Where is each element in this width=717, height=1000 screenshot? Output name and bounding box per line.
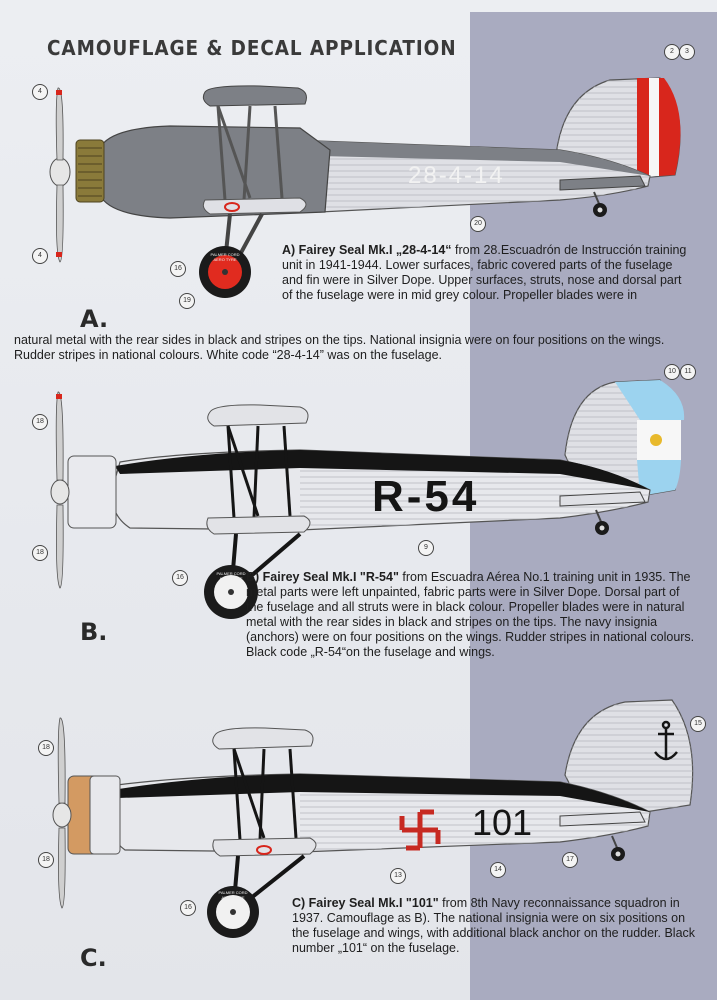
plane-b-text: from Escuadra Aérea No.1 training unit i… <box>246 570 695 659</box>
callout-a-5: 16 <box>170 261 186 277</box>
callout-b-2: 11 <box>680 364 696 380</box>
section-letter-c: C. <box>80 944 107 972</box>
callout-b-3: 18 <box>32 414 48 430</box>
callout-a-1: 2 <box>664 44 680 60</box>
plane-a-rudder-stripe-red-1 <box>637 78 649 176</box>
plane-c-name: C) Fairey Seal Mk.I "101" <box>292 896 439 910</box>
callout-a-3: 4 <box>32 84 48 100</box>
plane-b-name: B) Fairey Seal Mk.I "R-54" <box>246 570 399 584</box>
callout-a-6: 19 <box>179 293 195 309</box>
callout-b-4: 18 <box>32 545 48 561</box>
plane-a-text-1: from 28.Escuadrón de Instrucción trainin… <box>282 243 687 302</box>
callout-a-4: 4 <box>32 248 48 264</box>
callout-a-2: 3 <box>679 44 695 60</box>
plane-c-description: C) Fairey Seal Mk.I "101" from 8th Navy … <box>292 896 702 956</box>
plane-c-wheel-text: PALMER CORD AERO TYRE <box>218 890 248 900</box>
callout-a-7: 20 <box>470 216 486 232</box>
plane-c-fuselage-code: 101 <box>472 802 533 843</box>
plane-b-profile <box>50 379 685 619</box>
callout-c-7: 17 <box>562 852 578 868</box>
section-letter-a: A. <box>80 305 109 333</box>
callout-c-5: 13 <box>390 868 406 884</box>
callout-b-5: 16 <box>172 570 188 586</box>
callout-c-3: 18 <box>38 852 54 868</box>
plane-c-profile <box>52 699 694 938</box>
anchor-icon <box>654 720 678 761</box>
callout-b-6: 9 <box>418 540 434 556</box>
section-letter-b: B. <box>80 618 108 646</box>
plane-b-description: B) Fairey Seal Mk.I "R-54" from Escuadra… <box>246 570 696 660</box>
plane-a-wheel-text: PALMER CORD AERO TYRE <box>210 252 240 262</box>
swastika-insignia-icon <box>399 809 441 851</box>
plane-b-wheel-text: PALMER CORD AERO TYRE <box>216 571 246 581</box>
plane-a-name: A) Fairey Seal Mk.I „28-4-14“ <box>282 243 452 257</box>
callout-b-1: 10 <box>664 364 680 380</box>
plane-a-description-continued: natural metal with the rear sides in bla… <box>14 333 665 362</box>
plane-c-text: from 8th Navy reconnaissance squadron in… <box>292 896 696 955</box>
plane-a-rudder-stripe-red-2 <box>659 78 681 176</box>
callout-c-4: 16 <box>180 900 196 916</box>
callout-c-1: 18 <box>38 740 54 756</box>
plane-a-fuselage-code: 28-4-14 <box>408 162 505 189</box>
callout-c-2: 15 <box>690 716 706 732</box>
plane-a-description: A) Fairey Seal Mk.I „28-4-14“ from 28.Es… <box>282 243 692 303</box>
callout-c-6: 14 <box>490 862 506 878</box>
plane-b-fuselage-code: R-54 <box>372 472 480 521</box>
plane-a-profile <box>49 77 681 298</box>
page-title: CAMOUFLAGE & DECAL APPLICATION <box>47 36 457 60</box>
